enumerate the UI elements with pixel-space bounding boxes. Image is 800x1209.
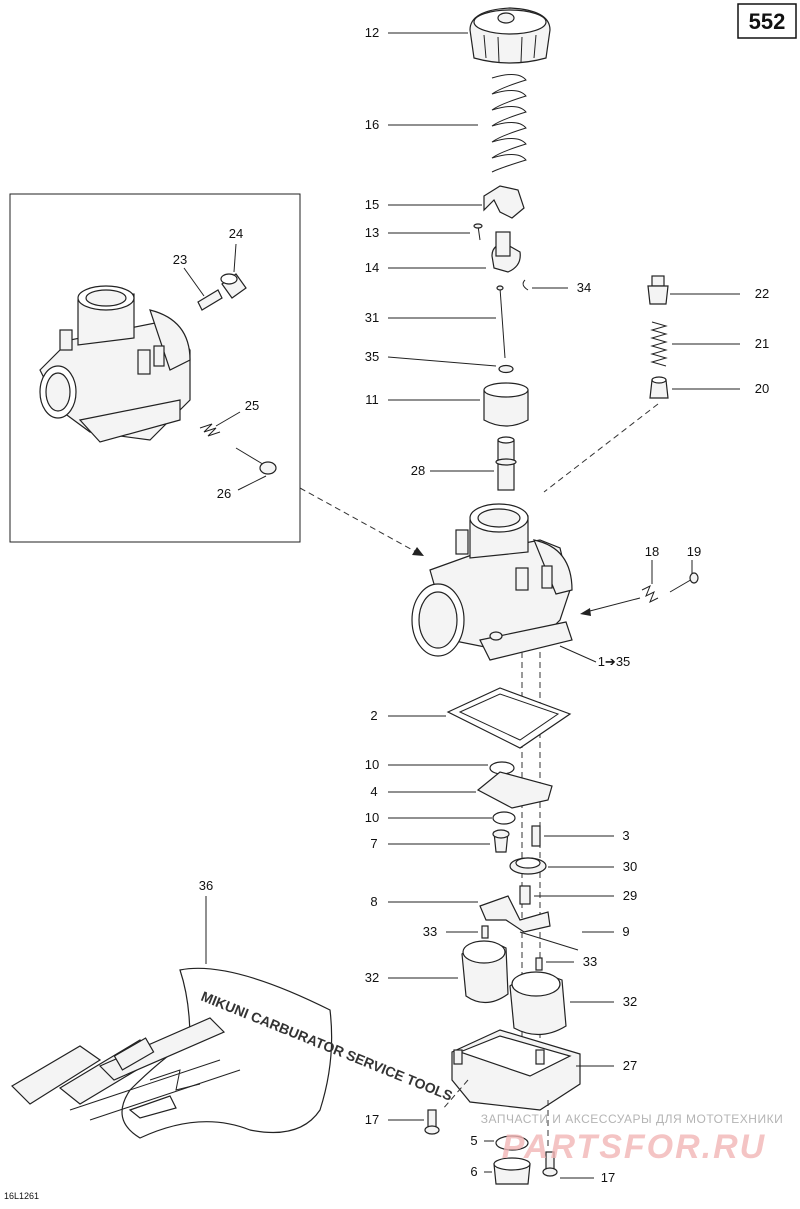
inset-frame <box>9 193 301 543</box>
callout-29: 29 <box>623 888 637 903</box>
part-17-screw-left <box>424 1109 440 1135</box>
inset-carburetor <box>39 285 191 443</box>
part-26-pilot-screw <box>235 447 277 475</box>
part-16-spring <box>491 74 527 173</box>
callout-33-left: 33 <box>423 924 437 939</box>
callout-32-left: 32 <box>365 970 379 985</box>
part-33-pin-right <box>535 957 543 971</box>
part-29-main-jet <box>519 885 531 905</box>
part-23-screw <box>197 289 223 311</box>
callout-9: 9 <box>622 924 629 939</box>
part-13-screw <box>473 223 483 241</box>
callout-26: 26 <box>217 486 231 501</box>
part-7-needle-jet <box>492 829 510 853</box>
part-21-spring <box>650 321 668 367</box>
part-3-pilot-jet <box>531 825 541 847</box>
callout-6: 6 <box>470 1164 477 1179</box>
part-2-gasket <box>446 687 572 749</box>
part-32-float-left <box>461 940 509 1004</box>
part-27-float-bowl <box>451 1029 581 1111</box>
callout-23: 23 <box>173 252 187 267</box>
part-32-float-right <box>509 971 567 1036</box>
callout-35: 35 <box>365 349 379 364</box>
callout-24: 24 <box>229 226 243 241</box>
callout-10-lower: 10 <box>365 810 379 825</box>
main-carburetor-body <box>411 503 573 661</box>
callout-15: 15 <box>365 197 379 212</box>
callout-21: 21 <box>755 336 769 351</box>
part-17-screw-right <box>542 1151 558 1177</box>
part-34-e-clip <box>522 279 529 291</box>
callout-7: 7 <box>370 836 377 851</box>
part-33-pin-left <box>481 925 489 939</box>
callout-14: 14 <box>365 260 379 275</box>
callout-10-upper: 10 <box>365 757 379 772</box>
part-19-screw <box>669 572 699 593</box>
part-18-spring <box>641 584 659 604</box>
callout-18: 18 <box>645 544 659 559</box>
part-30-main-jet-holder <box>509 857 547 875</box>
callout-4: 4 <box>370 784 377 799</box>
part-22-fitting <box>647 275 669 305</box>
part-12-top-cap <box>469 7 551 64</box>
part-28-starter-plunger <box>495 436 517 491</box>
callout-2: 2 <box>370 708 377 723</box>
watermark-caption: ЗАПЧАСТИ И АКСЕССУАРЫ ДЛЯ МОТОТЕХНИКИ <box>481 1112 783 1126</box>
part-11-throttle-valve <box>483 382 529 427</box>
callout-32-right: 32 <box>623 994 637 1009</box>
callout-36: 36 <box>199 878 213 893</box>
side-arrow <box>580 597 641 616</box>
part-4-needle-jet-plate <box>476 771 553 809</box>
page-number-box: 552 <box>737 3 797 39</box>
callout-17-left: 17 <box>365 1112 379 1127</box>
part-5-o-ring <box>495 1135 529 1151</box>
part-25-spring <box>199 423 221 437</box>
callout-31: 31 <box>365 310 379 325</box>
part-31-jet-needle <box>496 285 506 359</box>
callout-34: 34 <box>577 280 591 295</box>
callout-22: 22 <box>755 286 769 301</box>
part-15-needle-clip-plate <box>483 185 525 219</box>
part-6-drain-plug <box>493 1157 531 1185</box>
callout-19: 19 <box>687 544 701 559</box>
page-number: 552 <box>749 9 786 34</box>
callout-20: 20 <box>755 381 769 396</box>
callout-13: 13 <box>365 225 379 240</box>
callout-33-right: 33 <box>583 954 597 969</box>
part-14-plate <box>491 231 521 273</box>
callout-5: 5 <box>470 1133 477 1148</box>
callout-28: 28 <box>411 463 425 478</box>
part-9-float-pin <box>519 931 579 951</box>
part-10-o-ring-lower <box>492 811 516 825</box>
callout-11: 11 <box>365 392 379 407</box>
callout-12: 12 <box>365 25 379 40</box>
watermark-logo: PARTSFOR.RU <box>502 1128 766 1166</box>
callout-30: 30 <box>623 859 637 874</box>
callout-17-right: 17 <box>601 1170 615 1185</box>
part-35-washer <box>498 364 514 374</box>
figure-code: 16L1261 <box>4 1191 39 1201</box>
callout-3: 3 <box>622 828 629 843</box>
part-20-adjuster <box>649 376 669 399</box>
callout-25: 25 <box>245 398 259 413</box>
callout-16: 16 <box>365 117 379 132</box>
callout-1-to-35: 1➔35 <box>598 654 631 669</box>
part-36-tool-kit: MIKUNI CARBURATOR SERVICE TOOLS <box>11 967 455 1139</box>
part-8-float-arm <box>479 895 551 933</box>
inset-arrow <box>299 487 424 556</box>
callout-27: 27 <box>623 1058 637 1073</box>
callout-8: 8 <box>370 894 377 909</box>
part-24-cap <box>220 273 247 299</box>
